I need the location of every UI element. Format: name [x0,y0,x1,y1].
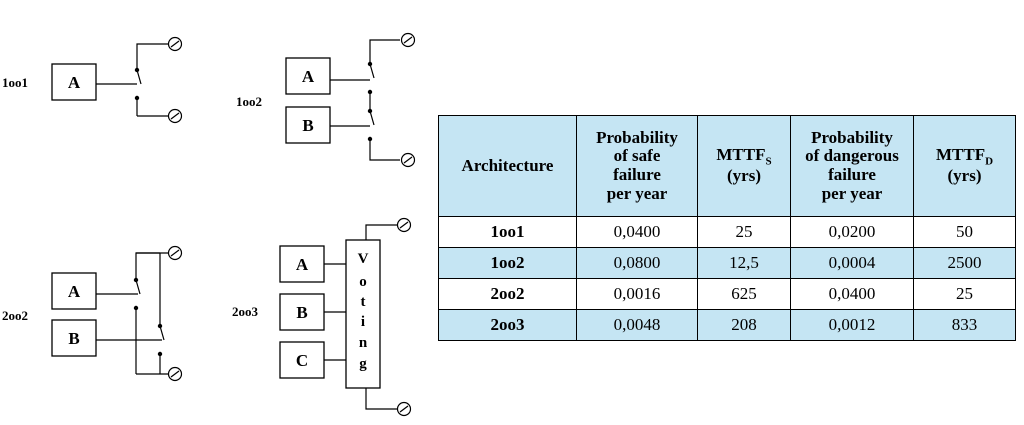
diagram-label-2oo3: 2oo3 [232,304,259,319]
channel-label-a: A [68,282,81,301]
cell-prob-safe: 0,0400 [576,216,698,248]
header-mttfs: MTTFS (yrs) [697,115,791,217]
cell-mttfd: 2500 [913,247,1016,279]
cell-mttfd: 833 [913,309,1016,341]
channel-label-c: C [296,351,308,370]
header-mttfd: MTTFD (yrs) [913,115,1016,217]
table-row: 1oo1 0,0400 25 0,0200 50 [438,216,1016,248]
diagram-2oo3: 2oo3 A B C V o t i n g [232,217,412,417]
cell-mttfs: 625 [697,278,791,310]
channel-label-a: A [68,73,81,92]
diagram-label-1oo2: 1oo2 [236,94,262,109]
voting-box [345,239,381,389]
architecture-diagrams: 1oo1 A 1oo2 A B 2oo2 [2,32,416,417]
voting-letter: i [361,314,365,330]
cell-prob-dangerous: 0,0012 [790,309,914,341]
cell-mttfd: 50 [913,216,1016,248]
voting-letter: o [359,274,367,290]
cell-architecture: 1oo2 [438,247,577,279]
architecture-table: Architecture Probability of safe failure… [438,115,1016,341]
channel-box-a [279,245,325,283]
channel-box-b [279,293,325,331]
voting-letter: t [361,294,366,310]
cell-architecture: 2oo3 [438,309,577,341]
terminal-icon [167,366,183,382]
cell-mttfs: 25 [697,216,791,248]
diagram-2oo2: 2oo2 A B [2,245,183,382]
channel-label-a: A [296,255,309,274]
cell-prob-dangerous: 0,0004 [790,247,914,279]
channel-box-a [51,63,97,101]
voting-letter: n [359,335,368,351]
channel-label-b: B [68,329,79,348]
cell-mttfs: 208 [697,309,791,341]
terminal-icon [400,152,416,168]
cell-architecture: 2oo2 [438,278,577,310]
table-row: 1oo2 0,0800 12,5 0,0004 2500 [438,247,1016,279]
channel-label-b: B [302,116,313,135]
channel-box-b [51,319,97,357]
cell-mttfs: 12,5 [697,247,791,279]
table-header-row: Architecture Probability of safe failure… [438,115,1016,217]
channel-box-a [51,272,97,310]
terminal-icon [400,32,416,48]
cell-prob-safe: 0,0048 [576,309,698,341]
channel-box-b [285,106,331,144]
terminal-icon [396,217,412,233]
channel-box-a [285,57,331,95]
voting-letter: g [359,356,367,372]
diagram-1oo2: 1oo2 A B [236,32,416,168]
table-row: 2oo3 0,0048 208 0,0012 833 [438,309,1016,341]
cell-prob-dangerous: 0,0400 [790,278,914,310]
channel-label-b: B [296,303,307,322]
channel-box-c [279,341,325,379]
header-architecture: Architecture [438,115,577,217]
cell-architecture: 1oo1 [438,216,577,248]
voting-letter: V [358,251,369,267]
diagram-1oo1: 1oo1 A [2,36,183,124]
channel-label-a: A [302,67,315,86]
diagram-label-1oo1: 1oo1 [2,75,28,90]
cell-mttfd: 25 [913,278,1016,310]
cell-prob-safe: 0,0800 [576,247,698,279]
diagram-label-2oo2: 2oo2 [2,308,28,323]
header-prob-safe: Probability of safe failure per year [576,115,698,217]
terminal-icon [396,401,412,417]
header-prob-dangerous: Probability of dangerous failure per yea… [790,115,914,217]
terminal-icon [167,245,183,261]
cell-prob-dangerous: 0,0200 [790,216,914,248]
table-row: 2oo2 0,0016 625 0,0400 25 [438,278,1016,310]
cell-prob-safe: 0,0016 [576,278,698,310]
terminal-icon [167,36,183,52]
terminal-icon [167,108,183,124]
